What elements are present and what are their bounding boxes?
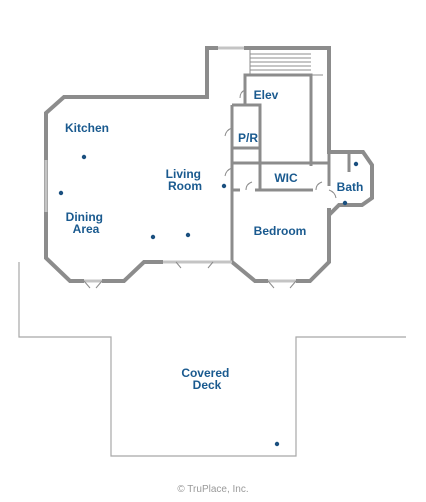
marker-dining-1[interactable] xyxy=(150,234,156,240)
windows xyxy=(44,46,296,283)
stairs xyxy=(249,50,323,76)
room-label-dining-line1: Dining xyxy=(66,210,103,224)
room-label-wic: WIC xyxy=(274,171,298,185)
room-label-bedroom: Bedroom xyxy=(254,224,307,238)
copyright-credit: © TruPlace, Inc. xyxy=(177,484,249,495)
room-label-bath: Bath xyxy=(337,180,364,194)
exterior-walls xyxy=(44,46,374,283)
room-label-living-line1: Living xyxy=(166,167,201,181)
room-label-kitchen: Kitchen xyxy=(65,121,109,135)
marker-bath-2[interactable] xyxy=(342,200,348,206)
door-swings xyxy=(83,89,337,289)
room-label-pr: P/R xyxy=(238,131,258,145)
marker-bath-1[interactable] xyxy=(353,161,359,167)
marker-living[interactable] xyxy=(221,183,227,189)
room-label-deck-line1: Covered xyxy=(181,366,229,380)
marker-dining-left[interactable] xyxy=(58,190,64,196)
interior-walls xyxy=(230,73,351,262)
room-label-deck: Covered Deck xyxy=(181,366,232,392)
room-label-living-line2: Room xyxy=(168,179,202,193)
room-label-living: Living Room xyxy=(166,167,205,193)
room-label-elev: Elev xyxy=(254,88,279,102)
marker-kitchen[interactable] xyxy=(81,154,87,160)
marker-dining-2[interactable] xyxy=(185,232,191,238)
room-label-dining-line2: Area xyxy=(73,222,100,236)
covered-deck-outline xyxy=(18,262,406,457)
marker-deck[interactable] xyxy=(274,441,280,447)
photo-markers xyxy=(58,154,359,447)
room-label-dining: Dining Area xyxy=(66,210,107,236)
room-label-deck-line2: Deck xyxy=(193,378,222,392)
